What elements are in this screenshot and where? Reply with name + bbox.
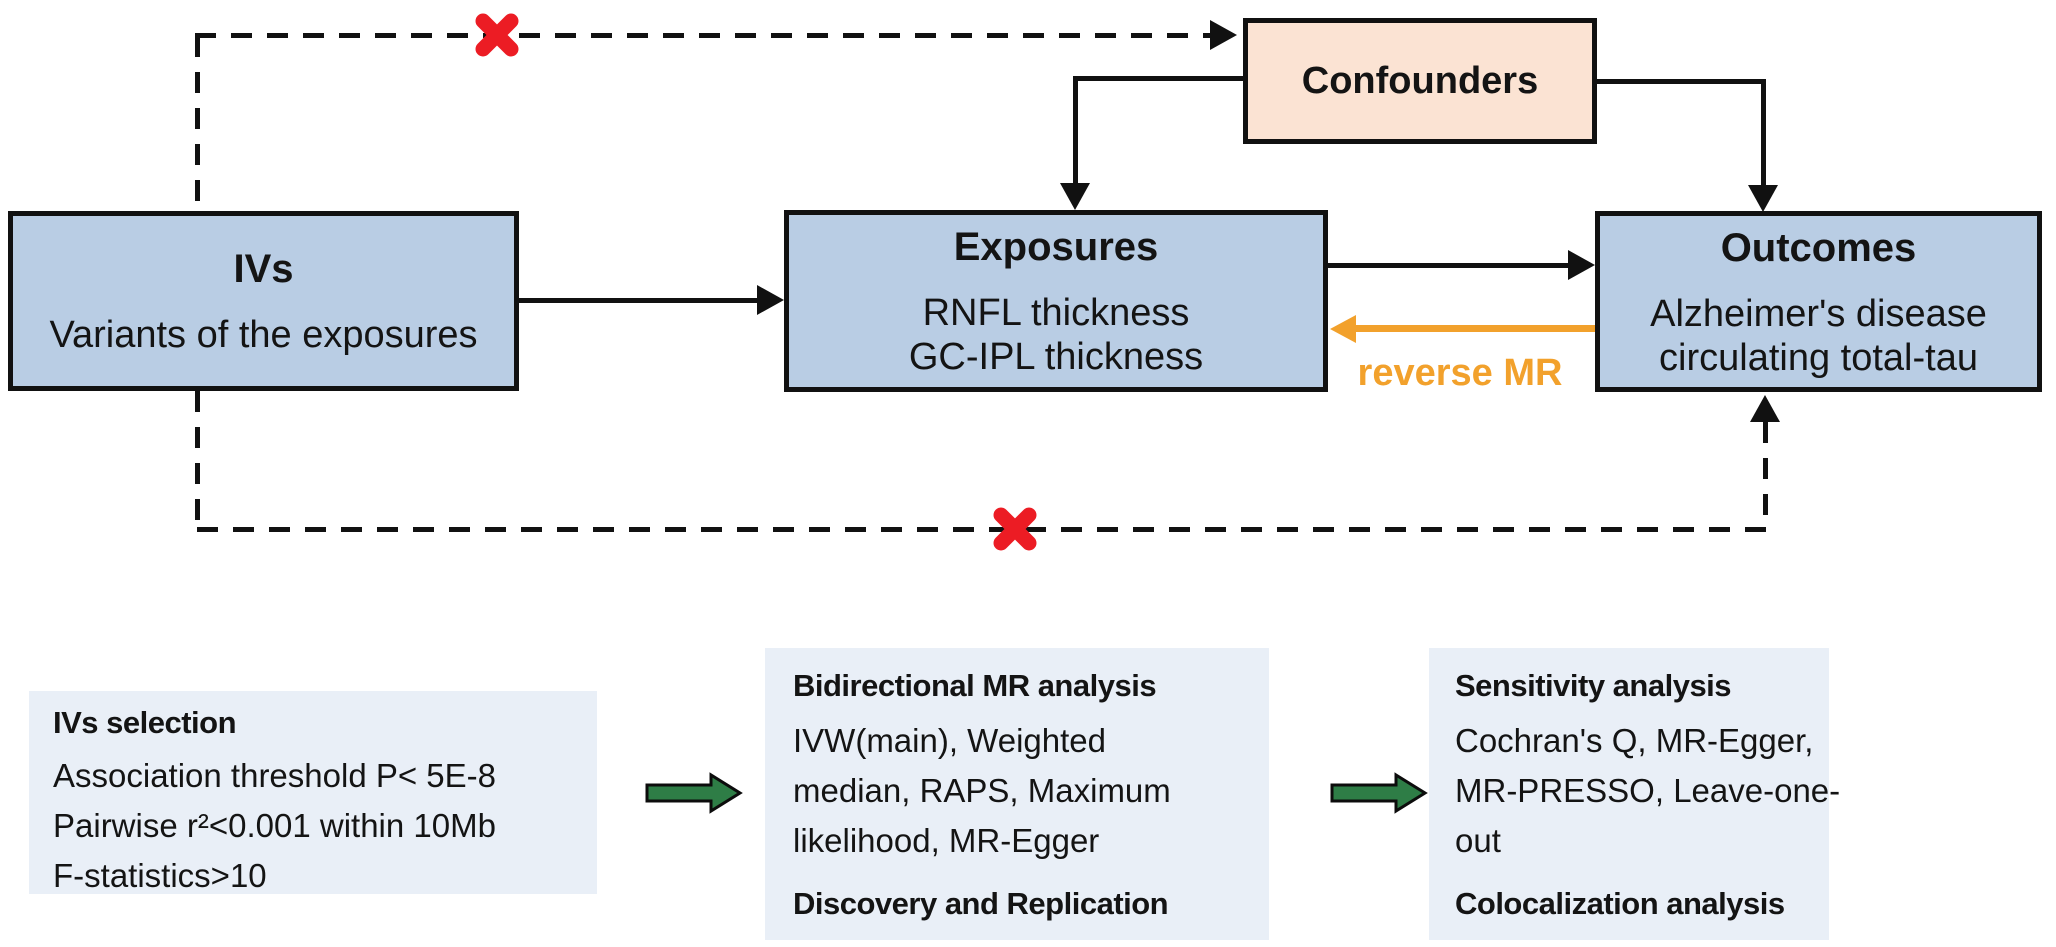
step-line: Pairwise r²<0.001 within 10Mb [53, 807, 496, 844]
step-title: Bidirectional MR analysis [793, 668, 1157, 703]
step-body: IVW(main), Weighted median, RAPS, Maximu… [793, 716, 1253, 866]
outcomes-line: Alzheimer's disease [1650, 292, 1987, 335]
line-confounders-to-outcomes-vertical [1761, 79, 1766, 186]
outcomes-box: Outcomes Alzheimer's disease circulating… [1595, 211, 2042, 392]
step-footer: Colocalization analysis [1455, 886, 1785, 921]
pipeline-step-bidirectional-mr: Bidirectional MR analysis IVW(main), Wei… [765, 648, 1269, 940]
green-arrow-icon [1330, 772, 1428, 814]
reverse-mr-label: reverse MR [1357, 352, 1563, 394]
dashed-line-ivs-outcomes-horizontal [197, 527, 1767, 532]
confounders-box: Confounders [1243, 18, 1597, 144]
arrowhead-into-outcomes-left [1568, 250, 1595, 280]
line-confounders-to-exposures-vertical [1073, 76, 1078, 185]
exposures-title: Exposures [953, 225, 1159, 269]
arrowhead-into-exposures-top [1060, 183, 1090, 210]
step-line: median, RAPS, Maximum [793, 772, 1171, 809]
arrowhead-into-confounders [1210, 20, 1237, 50]
step-body: Cochran's Q, MR-Egger, MR-PRESSO, Leave-… [1455, 716, 1841, 866]
step-title: Sensitivity analysis [1455, 668, 1732, 703]
dashed-line-ivs-outcomes-right-vertical [1763, 422, 1768, 529]
outcomes-title: Outcomes [1720, 225, 1917, 270]
line-confounders-to-exposures-horizontal [1075, 76, 1243, 81]
step-line: Cochran's Q, MR-Egger, [1455, 722, 1814, 759]
arrowhead-reverse-mr [1330, 315, 1356, 343]
ivs-description: Variants of the exposures [49, 314, 478, 356]
reverse-mr-arrow [1352, 325, 1595, 332]
step-footer: Discovery and Replication [793, 886, 1169, 921]
dashed-line-ivs-outcomes-left-vertical [195, 391, 200, 529]
step-line: Association threshold P< 5E-8 [53, 757, 497, 794]
green-arrow-icon [645, 772, 743, 814]
exposures-box: Exposures RNFL thickness GC-IPL thicknes… [784, 210, 1328, 392]
step-line: IVW(main), Weighted [793, 722, 1106, 759]
step-line: MR-PRESSO, Leave-one- [1455, 772, 1841, 809]
step-line: out [1455, 822, 1501, 859]
confounders-title: Confounders [1301, 60, 1539, 102]
ivs-box: IVs Variants of the exposures [8, 211, 519, 391]
arrowhead-into-outcomes-top [1748, 185, 1778, 212]
outcomes-line: circulating total-tau [1659, 336, 1978, 379]
pipeline-step-sensitivity: Sensitivity analysis Cochran's Q, MR-Egg… [1429, 648, 1841, 940]
arrow-exposures-to-outcomes [1328, 263, 1571, 268]
pipeline-step-ivs-selection: IVs selection Association threshold P< 5… [29, 691, 597, 894]
arrowhead-into-exposures-left [757, 285, 784, 315]
step-title: IVs selection [53, 705, 237, 740]
step-line: F-statistics>10 [53, 857, 267, 894]
ivs-title: IVs [233, 247, 294, 291]
exposures-line: RNFL thickness [922, 292, 1190, 334]
step-line: likelihood, MR-Egger [793, 822, 1100, 859]
exposures-line: GC-IPL thickness [908, 336, 1204, 378]
dashed-line-ivs-confounders-horizontal [195, 33, 1211, 38]
line-confounders-to-outcomes-horizontal [1597, 79, 1765, 84]
arrowhead-into-outcomes-bottom [1750, 395, 1780, 422]
red-cross-icon [993, 507, 1037, 551]
dashed-line-ivs-confounders-vertical [195, 36, 200, 211]
arrow-ivs-to-exposures [519, 298, 760, 303]
step-body: Association threshold P< 5E-8 Pairwise r… [53, 751, 573, 901]
red-cross-icon [475, 13, 519, 57]
